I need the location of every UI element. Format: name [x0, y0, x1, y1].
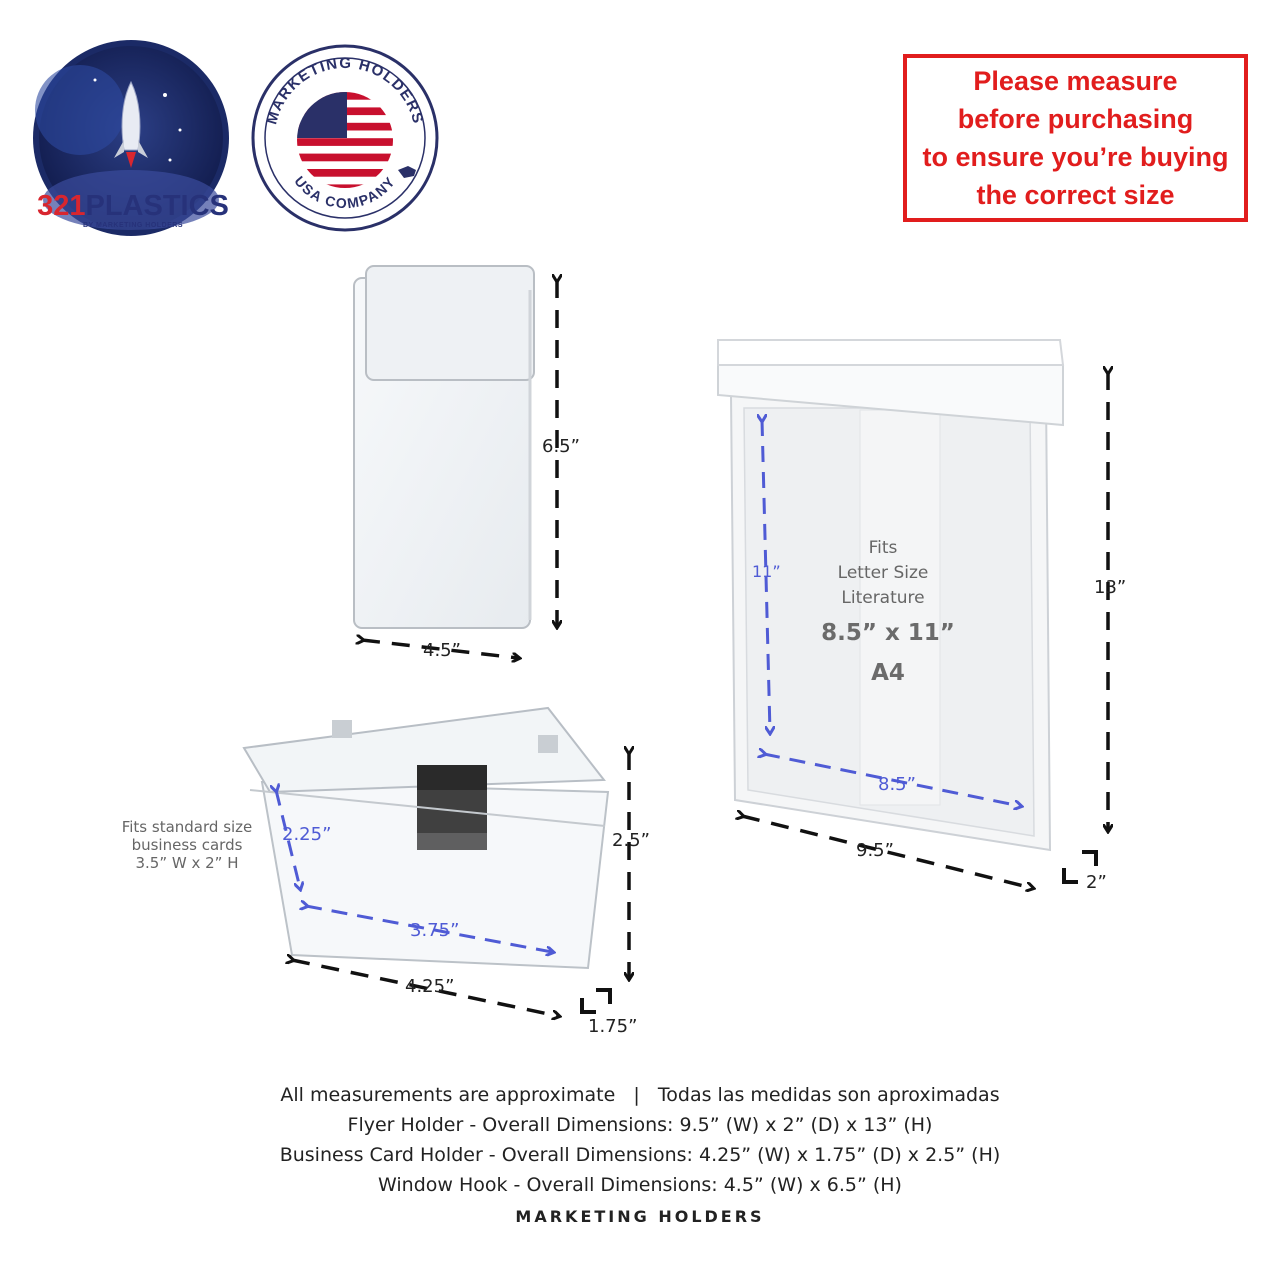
rocket-icon — [114, 80, 148, 168]
footer-card-dimensions: Business Card Holder - Overall Dimension… — [279, 1144, 1001, 1166]
warning-line-4: the correct size — [976, 180, 1175, 210]
flyer-inner-width-label: 8.5” — [878, 774, 916, 795]
flyer-inner-height-label: 11” — [752, 562, 781, 581]
logo-word: PLASTICS — [85, 190, 229, 222]
fits-line-1: Fits — [868, 538, 898, 558]
plastics-logo-wordmark: 321PLASTICS — [33, 190, 233, 223]
card-width-arrow — [292, 960, 558, 1016]
flyer-depth-label: 2” — [1086, 872, 1107, 893]
hook-width-label: 4.5” — [423, 640, 461, 661]
warning-line-3: to ensure you’re buying — [922, 142, 1229, 172]
dimensions-footer: All measurements are approximate | Todas… — [0, 1080, 1280, 1232]
badge-text-ring: MARKETING HOLDERS USA COMPANY — [263, 55, 426, 211]
plastics-logo — [33, 40, 229, 236]
card-fit-note: Fits standard size business cards 3.5” W… — [102, 818, 272, 872]
warning-line-2: before purchasing — [957, 104, 1194, 134]
card-note-line-3: 3.5” W x 2” H — [135, 854, 239, 872]
measure-warning-box: Please measure before purchasing to ensu… — [903, 54, 1248, 222]
card-inner-width-label: 3.75” — [410, 920, 460, 941]
hook-height-label: 6.5” — [542, 436, 580, 457]
flyer-inner-width-arrow — [764, 754, 1020, 806]
flyer-fits-text: Fits Letter Size Literature — [818, 536, 948, 611]
logo-number: 321 — [37, 190, 86, 222]
plastics-logo-subtitle: BY MARKETING HOLDERS — [82, 222, 184, 229]
card-note-line-2: business cards — [131, 836, 243, 854]
card-width-label: 4.25” — [405, 976, 455, 997]
svg-text:MARKETING HOLDERS: MARKETING HOLDERS — [263, 55, 426, 126]
card-inner-height-arrow — [276, 790, 300, 888]
flyer-depth-icon — [1062, 850, 1098, 884]
usa-company-badge — [251, 44, 439, 232]
footer-flyer-dimensions: Flyer Holder - Overall Dimensions: 9.5” … — [347, 1114, 933, 1136]
flyer-height-label: 13” — [1094, 577, 1127, 598]
card-depth-icon — [580, 988, 612, 1014]
card-note-line-1: Fits standard size — [121, 818, 253, 836]
card-height-label: 2.5” — [612, 830, 650, 851]
footer-approximate-note: All measurements are approximate | Todas… — [280, 1084, 1000, 1106]
flyer-size-label: 8.5” x 11” — [821, 620, 955, 646]
window-hook-illustration — [353, 265, 535, 629]
flyer-holder-illustration — [717, 339, 1065, 852]
card-inner-width-arrow — [306, 906, 552, 952]
badge-top-text: MARKETING HOLDERS — [263, 55, 425, 126]
flyer-a4-label: A4 — [871, 660, 905, 686]
card-inner-height-label: 2.25” — [282, 824, 332, 845]
us-flag-icon — [297, 92, 393, 188]
badge-bottom-text: USA COMPANY — [291, 173, 397, 211]
footer-brand: MARKETING HOLDERS — [515, 1207, 765, 1226]
flyer-inner-height-arrow — [762, 420, 770, 732]
flyer-width-label: 9.5” — [856, 840, 894, 861]
fits-line-3: Literature — [841, 588, 925, 608]
hook-width-arrow — [362, 640, 518, 658]
footer-hook-dimensions: Window Hook - Overall Dimensions: 4.5” (… — [378, 1174, 902, 1196]
warning-line-1: Please measure — [973, 66, 1178, 96]
fits-line-2: Letter Size — [837, 563, 929, 583]
card-depth-label: 1.75” — [588, 1016, 638, 1037]
flyer-width-arrow — [742, 816, 1032, 888]
svg-text:USA COMPANY: USA COMPANY — [291, 173, 398, 211]
